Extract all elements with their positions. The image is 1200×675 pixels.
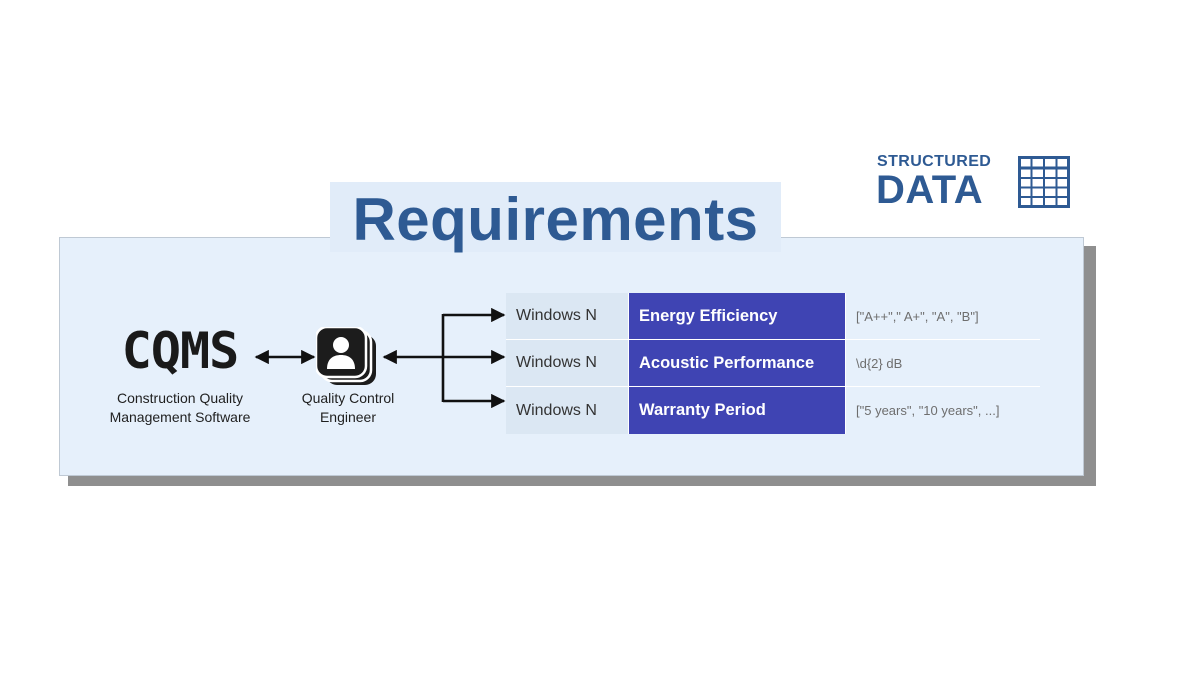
engineer-caption-line-1: Quality Control [301, 390, 395, 406]
item-cell: Windows N [506, 293, 628, 339]
cqms-caption-line-2: Management Software [109, 409, 251, 425]
row-divider [506, 386, 1040, 387]
format-cell: ["A++"," A+", "A", "B"] [846, 293, 1040, 339]
title-tab: Requirements [330, 182, 781, 253]
cqms-logo: CQMS [121, 322, 239, 380]
attribute-cell: Energy Efficiency [629, 293, 845, 339]
row-divider [506, 339, 1040, 340]
attribute-cell: Acoustic Performance [629, 340, 845, 386]
requirements-table: Windows N Energy Efficiency ["A++"," A+"… [506, 293, 1040, 434]
format-cell: ["5 years", "10 years", ...] [846, 387, 1040, 434]
cqms-caption-line-1: Construction Quality [116, 390, 244, 406]
item-cell: Windows N [506, 340, 628, 386]
page-title: Requirements [352, 186, 759, 253]
user-group-icon [316, 327, 376, 385]
structured-data-brand: STRUCTURED DATA [876, 152, 1072, 212]
engineer-caption: Quality Control Engineer [288, 389, 408, 427]
format-cell: \d{2} dB [846, 340, 1040, 386]
brand-line-structured: STRUCTURED [877, 153, 992, 170]
attribute-cell: Warranty Period [629, 387, 845, 434]
table-grid-icon [1018, 156, 1070, 208]
item-cell: Windows N [506, 387, 628, 434]
table-row: Windows N Acoustic Performance \d{2} dB [506, 340, 1040, 386]
table-row: Windows N Warranty Period ["5 years", "1… [506, 387, 1040, 434]
brand-line-data: DATA [876, 168, 984, 212]
cqms-caption: Construction Quality Management Software [90, 389, 270, 427]
table-row: Windows N Energy Efficiency ["A++"," A+"… [506, 293, 1040, 339]
engineer-caption-line-2: Engineer [319, 409, 377, 425]
